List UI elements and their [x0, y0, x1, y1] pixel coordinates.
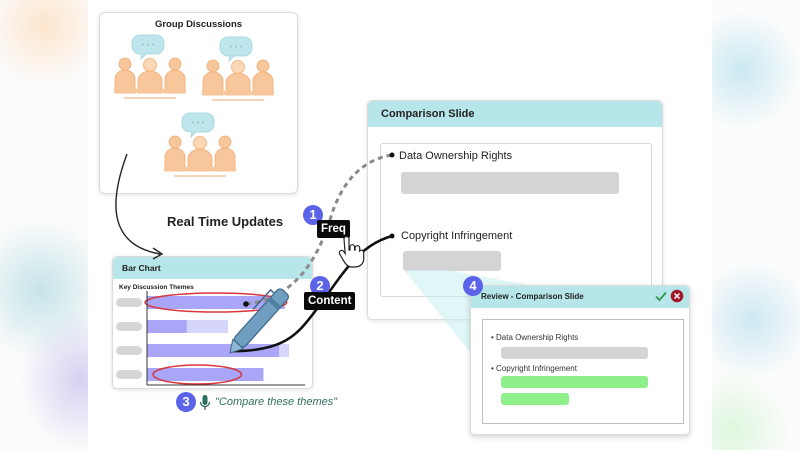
review-body: • Data Ownership Rights • Copyright Infr…	[482, 319, 684, 424]
row-label-placeholder	[116, 370, 142, 379]
arrowhead-icon	[152, 247, 164, 260]
row-label-placeholder	[116, 298, 142, 307]
bar-primary	[147, 296, 285, 309]
row-label-placeholder	[116, 346, 142, 355]
review-item-label: Copyright Infringement	[496, 364, 577, 373]
voice-command-text: "Compare these themes"	[215, 396, 338, 408]
review-item: • Data Ownership Rights	[491, 333, 579, 342]
review-added-bar	[501, 376, 648, 388]
bar-primary	[147, 344, 280, 357]
hand-pointer-icon	[338, 236, 365, 268]
link-endpoint	[389, 152, 395, 158]
group-discussions-title: Group Discussions	[154, 19, 243, 30]
review-unchanged-bar	[501, 347, 648, 359]
review-item-label: Data Ownership Rights	[496, 333, 579, 342]
review-added-bar	[501, 393, 569, 405]
link-endpoint	[243, 301, 249, 307]
bar-chart-subtitle: Key Discussion Themes	[119, 284, 194, 291]
bar-chart-plot	[116, 291, 305, 386]
flow-arrow	[115, 153, 161, 255]
background-gradient-left	[0, 0, 88, 450]
real-time-updates-label: Real Time Updates	[167, 214, 284, 229]
comparison-slide-header: Comparison Slide	[368, 101, 662, 127]
freq-tag[interactable]: Freq	[317, 220, 350, 238]
step-badge: 4	[463, 276, 483, 296]
bar-primary	[147, 320, 187, 333]
bar-chart-card: Bar Chart Key Discussion Themes	[112, 256, 313, 389]
background-gradient-right	[712, 0, 800, 450]
close-circle-icon[interactable]	[670, 289, 684, 303]
bar-chart-header: Bar Chart	[113, 257, 312, 279]
review-header: Review - Comparison Slide	[471, 286, 689, 308]
content-tag[interactable]: Content	[304, 292, 356, 310]
step-badge: 2	[310, 276, 330, 296]
check-icon[interactable]	[654, 289, 668, 303]
row-label-placeholder	[116, 322, 142, 331]
group-discussions-card: Group Discussions	[99, 12, 298, 194]
comparison-item-label: Data Ownership Rights	[399, 150, 513, 162]
microphone-icon[interactable]	[199, 394, 211, 412]
comparison-item-label: Copyright Infringement	[401, 230, 513, 242]
comparison-placeholder-bar	[403, 251, 501, 271]
review-item: • Copyright Infringement	[491, 364, 577, 373]
step-badge: 3	[176, 392, 196, 412]
bar-primary	[147, 368, 264, 381]
highlight-circle	[144, 292, 288, 313]
highlight-circle	[152, 364, 243, 385]
link-endpoint	[389, 233, 395, 239]
review-card: Review - Comparison Slide • Data Ownersh…	[470, 285, 690, 435]
comparison-placeholder-bar	[401, 172, 619, 194]
comparison-slide-body: Data Ownership Rights Copyright Infringe…	[380, 143, 652, 297]
